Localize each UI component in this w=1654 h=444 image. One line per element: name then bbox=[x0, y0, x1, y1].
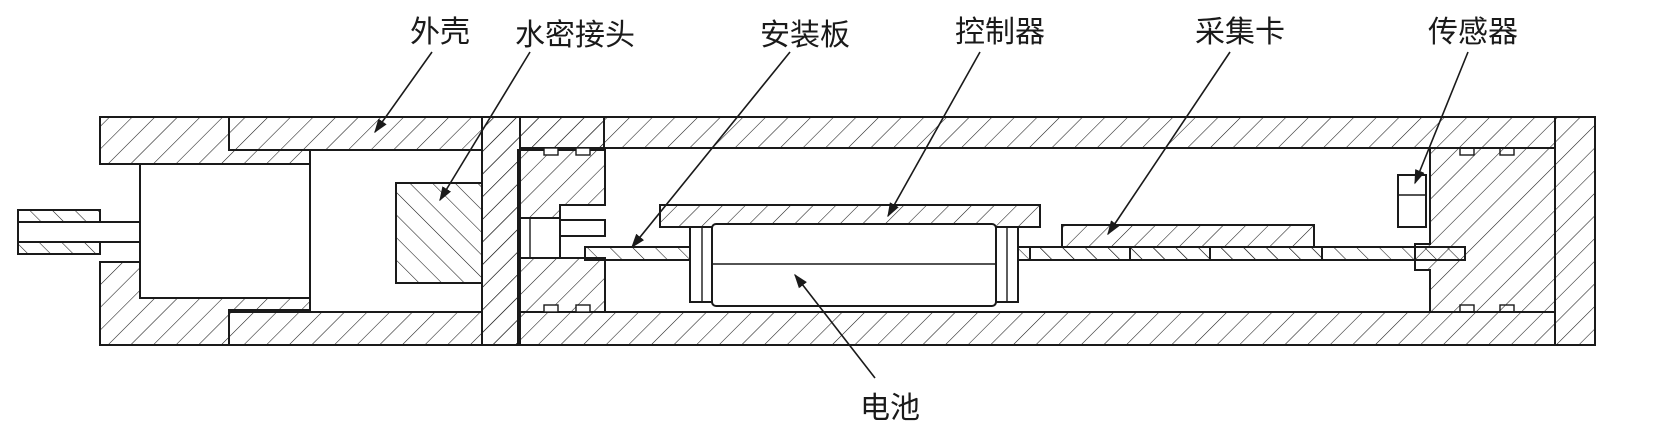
label-watertight-connector: 水密接头 bbox=[515, 18, 635, 53]
left-stub-pipe bbox=[17, 209, 141, 255]
right-shell-walls bbox=[519, 116, 1556, 346]
right-end-cap bbox=[1414, 116, 1596, 346]
left-end-cap bbox=[99, 116, 311, 346]
watertight-connector-block bbox=[395, 182, 483, 284]
sensor-box bbox=[1397, 174, 1427, 228]
battery bbox=[711, 223, 997, 307]
label-sensor: 传感器 bbox=[1428, 15, 1518, 50]
label-mounting-plate: 安装板 bbox=[760, 18, 850, 53]
bulkhead bbox=[481, 116, 606, 346]
label-battery: 电池 bbox=[860, 391, 920, 426]
label-shell: 外壳 bbox=[410, 15, 470, 50]
leader-lines bbox=[374, 51, 1469, 379]
label-controller: 控制器 bbox=[955, 15, 1045, 50]
acquisition-card bbox=[1029, 224, 1323, 261]
label-acquisition-card: 采集卡 bbox=[1195, 15, 1285, 50]
battery-holder bbox=[689, 226, 1019, 303]
